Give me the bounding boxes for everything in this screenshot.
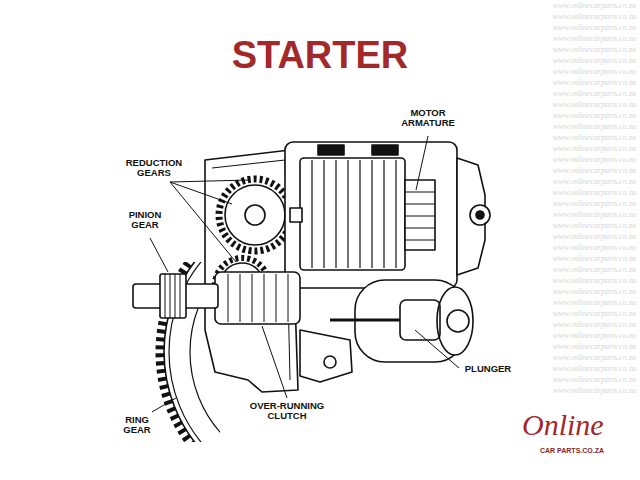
page-title: STARTER bbox=[0, 34, 640, 77]
watermark: www.onlinecarparts.co.za bbox=[553, 167, 636, 175]
part-label: PLUNGER bbox=[462, 364, 514, 374]
watermark: www.onlinecarparts.co.za bbox=[553, 112, 636, 120]
watermark: www.onlinecarparts.co.za bbox=[553, 277, 636, 285]
watermark: www.onlinecarparts.co.za bbox=[553, 222, 636, 230]
watermark: www.onlinecarparts.co.za bbox=[553, 376, 636, 384]
logo-subtext: CAR PARTS.CO.ZA bbox=[540, 447, 604, 454]
watermark: www.onlinecarparts.co.za bbox=[553, 343, 636, 351]
watermark: www.onlinecarparts.co.za bbox=[553, 46, 636, 54]
watermark: www.onlinecarparts.co.za bbox=[553, 200, 636, 208]
part-label: PINION GEAR bbox=[122, 210, 168, 231]
logo-text: Online bbox=[522, 410, 604, 440]
watermark: www.onlinecarparts.co.za bbox=[553, 35, 636, 43]
watermark: www.onlinecarparts.co.za bbox=[553, 178, 636, 186]
watermark: www.onlinecarparts.co.za bbox=[553, 79, 636, 87]
watermark: www.onlinecarparts.co.za bbox=[553, 332, 636, 340]
part-label: MOTOR ARMATURE bbox=[397, 108, 459, 129]
part-label: RING GEAR bbox=[116, 415, 158, 436]
watermark: www.onlinecarparts.co.za bbox=[553, 68, 636, 76]
watermark: www.onlinecarparts.co.za bbox=[553, 310, 636, 318]
watermark: www.onlinecarparts.co.za bbox=[553, 57, 636, 65]
watermark: www.onlinecarparts.co.za bbox=[553, 156, 636, 164]
watermark: www.onlinecarparts.co.za bbox=[553, 321, 636, 329]
watermark: www.onlinecarparts.co.za bbox=[553, 233, 636, 241]
watermark: www.onlinecarparts.co.za bbox=[553, 255, 636, 263]
watermark: www.onlinecarparts.co.za bbox=[553, 189, 636, 197]
watermark: www.onlinecarparts.co.za bbox=[553, 101, 636, 109]
watermark: www.onlinecarparts.co.za bbox=[553, 24, 636, 32]
watermark: www.onlinecarparts.co.za bbox=[553, 387, 636, 395]
watermark: www.onlinecarparts.co.za bbox=[553, 13, 636, 21]
watermark: www.onlinecarparts.co.za bbox=[553, 134, 636, 142]
leader-lines bbox=[150, 136, 459, 412]
part-label: REDUCTION GEARS bbox=[120, 158, 188, 179]
watermark: www.onlinecarparts.co.za bbox=[553, 266, 636, 274]
part-label: OVER-RUNNING CLUTCH bbox=[242, 401, 332, 422]
watermark: www.onlinecarparts.co.za bbox=[553, 145, 636, 153]
watermark: www.onlinecarparts.co.za bbox=[553, 90, 636, 98]
watermark: www.onlinecarparts.co.za bbox=[553, 244, 636, 252]
watermark: www.onlinecarparts.co.za bbox=[553, 299, 636, 307]
watermark: www.onlinecarparts.co.za bbox=[553, 123, 636, 131]
watermark: www.onlinecarparts.co.za bbox=[553, 365, 636, 373]
watermark: www.onlinecarparts.co.za bbox=[553, 288, 636, 296]
watermark: www.onlinecarparts.co.za bbox=[553, 354, 636, 362]
watermark: www.onlinecarparts.co.za bbox=[553, 2, 636, 10]
watermark: www.onlinecarparts.co.za bbox=[553, 211, 636, 219]
